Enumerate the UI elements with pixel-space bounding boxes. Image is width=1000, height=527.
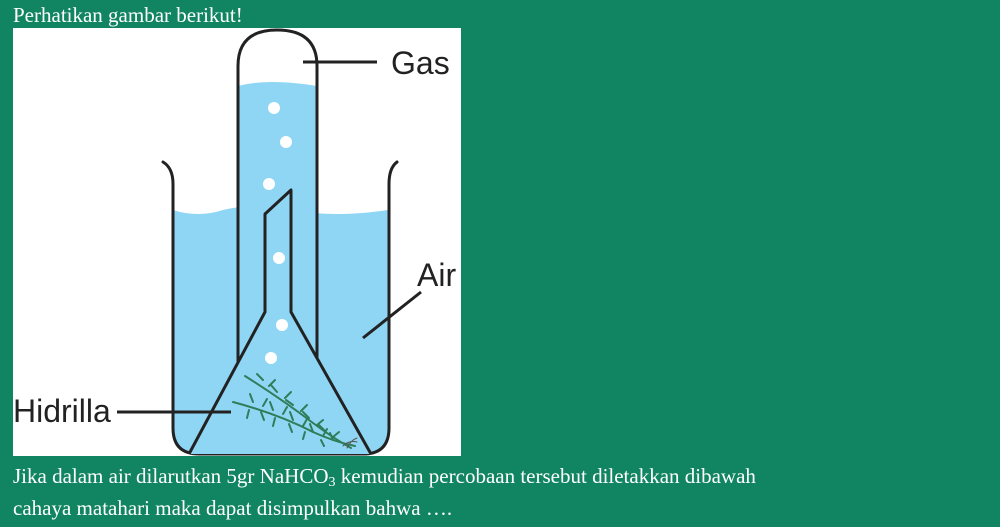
- air-leader-line: [362, 290, 422, 340]
- question-line2: cahaya matahari maka dapat disimpulkan b…: [13, 496, 453, 520]
- experiment-diagram: Gas Air Hidrilla: [13, 28, 456, 456]
- label-hidrilla: Hidrilla: [13, 393, 111, 429]
- question-part2: kemudian percobaan tersebut diletakkan d…: [335, 464, 756, 488]
- experiment-figure: Gas Air Hidrilla: [13, 28, 461, 456]
- intro-text: Perhatikan gambar berikut!: [13, 3, 243, 27]
- label-gas: Gas: [391, 45, 450, 81]
- gas-bubbles: [263, 102, 292, 364]
- formula-subscript: 3: [328, 475, 336, 490]
- hydrilla-plant: [232, 373, 358, 449]
- funnel-outline: [187, 188, 373, 455]
- question-text: Jika dalam air dilarutkan 5gr NaHCO3 kem…: [13, 460, 993, 524]
- question-part1: Jika dalam air dilarutkan 5gr NaHCO: [13, 464, 329, 488]
- label-air: Air: [417, 257, 456, 293]
- test-tube: [236, 28, 319, 368]
